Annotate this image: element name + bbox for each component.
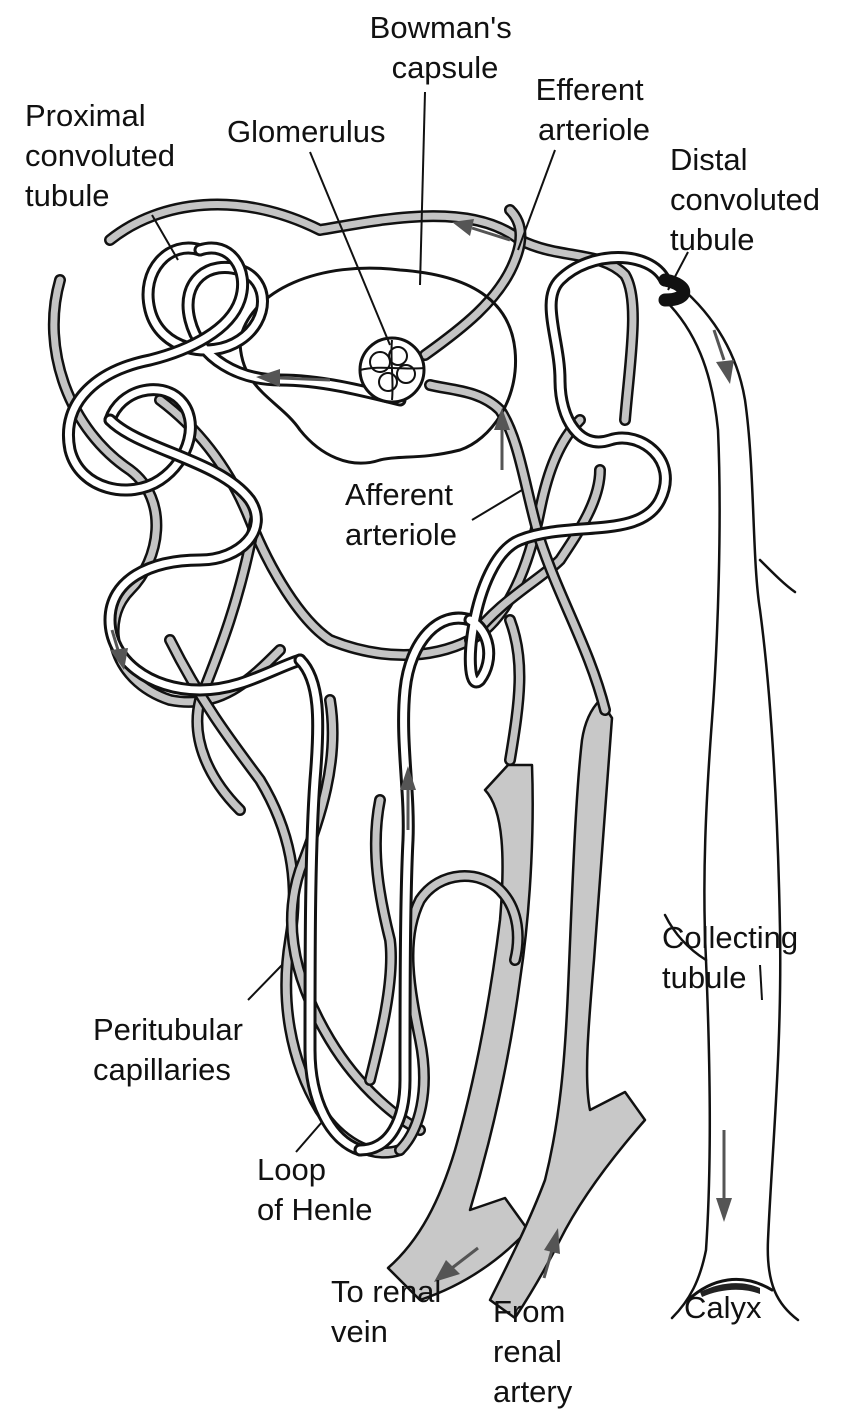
leader-collecting	[760, 965, 762, 1000]
proximal-convoluted-tubule-label: Proximal convoluted tubule	[25, 98, 184, 213]
leader-glomerulus	[310, 152, 390, 345]
collecting-tubule-label: Collecting tubule	[662, 920, 807, 995]
peritubular-capillaries-label: Peritubular capillaries	[93, 1012, 252, 1087]
arrow-collecting	[716, 1130, 732, 1222]
distal-convoluted-tubule-label: Distal convoluted tubule	[670, 142, 829, 257]
leader-peritubular	[248, 965, 282, 1000]
leader-loop-of-henle	[296, 1122, 322, 1152]
calyx-label: Calyx	[684, 1290, 762, 1325]
glomerulus-shape	[360, 338, 424, 402]
afferent-arteriole-label: Afferent arteriole	[345, 477, 462, 552]
loop-of-henle-label: Loop of Henle	[257, 1152, 372, 1227]
leader-bowmans-capsule	[420, 92, 425, 285]
collecting-tubule-shape	[665, 275, 798, 1320]
leader-efferent-arteriole	[518, 150, 555, 250]
leader-afferent-arteriole	[472, 490, 522, 520]
bowmans-capsule-label: Bowman's capsule	[370, 10, 521, 85]
from-renal-artery-label: From renal artery	[493, 1294, 574, 1409]
glomerulus-label: Glomerulus	[227, 114, 386, 149]
efferent-arteriole-label: Efferent arteriole	[536, 72, 653, 147]
to-renal-vein-label: To renal vein	[331, 1274, 450, 1349]
